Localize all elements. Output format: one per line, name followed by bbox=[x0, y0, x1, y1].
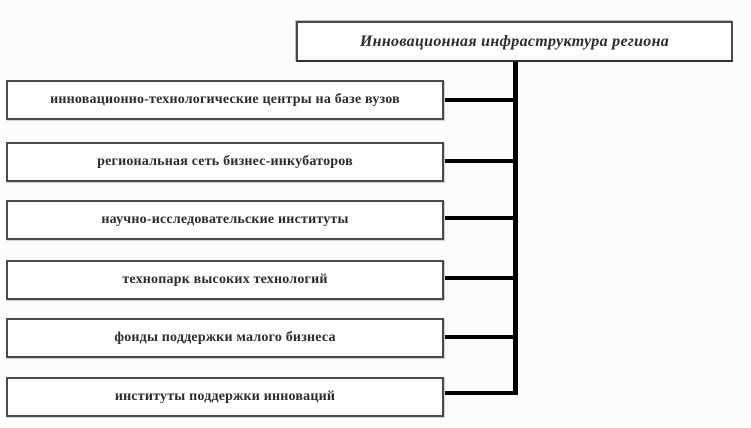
node-label: региональная сеть бизнес-инкубаторов bbox=[97, 154, 353, 169]
connector-line-4 bbox=[442, 276, 513, 280]
node-box-business-incubators: региональная сеть бизнес-инкубаторов bbox=[6, 142, 444, 182]
node-box-innovation-tech-centers: инновационно-технологические центры на б… bbox=[6, 80, 444, 120]
connector-line-3 bbox=[442, 216, 513, 220]
node-box-small-business-funds: фонды поддержки малого бизнеса bbox=[6, 318, 444, 358]
connector-line-6 bbox=[442, 391, 513, 395]
diagram-title: Инновационная инфраструктура региона bbox=[359, 32, 670, 50]
node-box-innovation-support-institutes: институты поддержки инноваций bbox=[6, 377, 444, 417]
connector-line-2 bbox=[442, 159, 513, 163]
connector-line-5 bbox=[442, 335, 513, 339]
connector-trunk-line bbox=[513, 62, 518, 395]
node-label: научно-исследовательские институты bbox=[101, 212, 349, 227]
connector-line-1 bbox=[442, 98, 513, 102]
node-box-technopark: технопарк высоких технологий bbox=[6, 260, 444, 300]
node-label: технопарк высоких технологий bbox=[122, 272, 328, 287]
node-label: фонды поддержки малого бизнеса bbox=[114, 330, 336, 345]
node-box-research-institutes: научно-исследовательские институты bbox=[6, 200, 444, 240]
node-label: инновационно-технологические центры на б… bbox=[50, 92, 400, 107]
node-label: институты поддержки инноваций bbox=[114, 389, 336, 404]
root-node-title-box: Инновационная инфраструктура региона bbox=[296, 21, 733, 62]
